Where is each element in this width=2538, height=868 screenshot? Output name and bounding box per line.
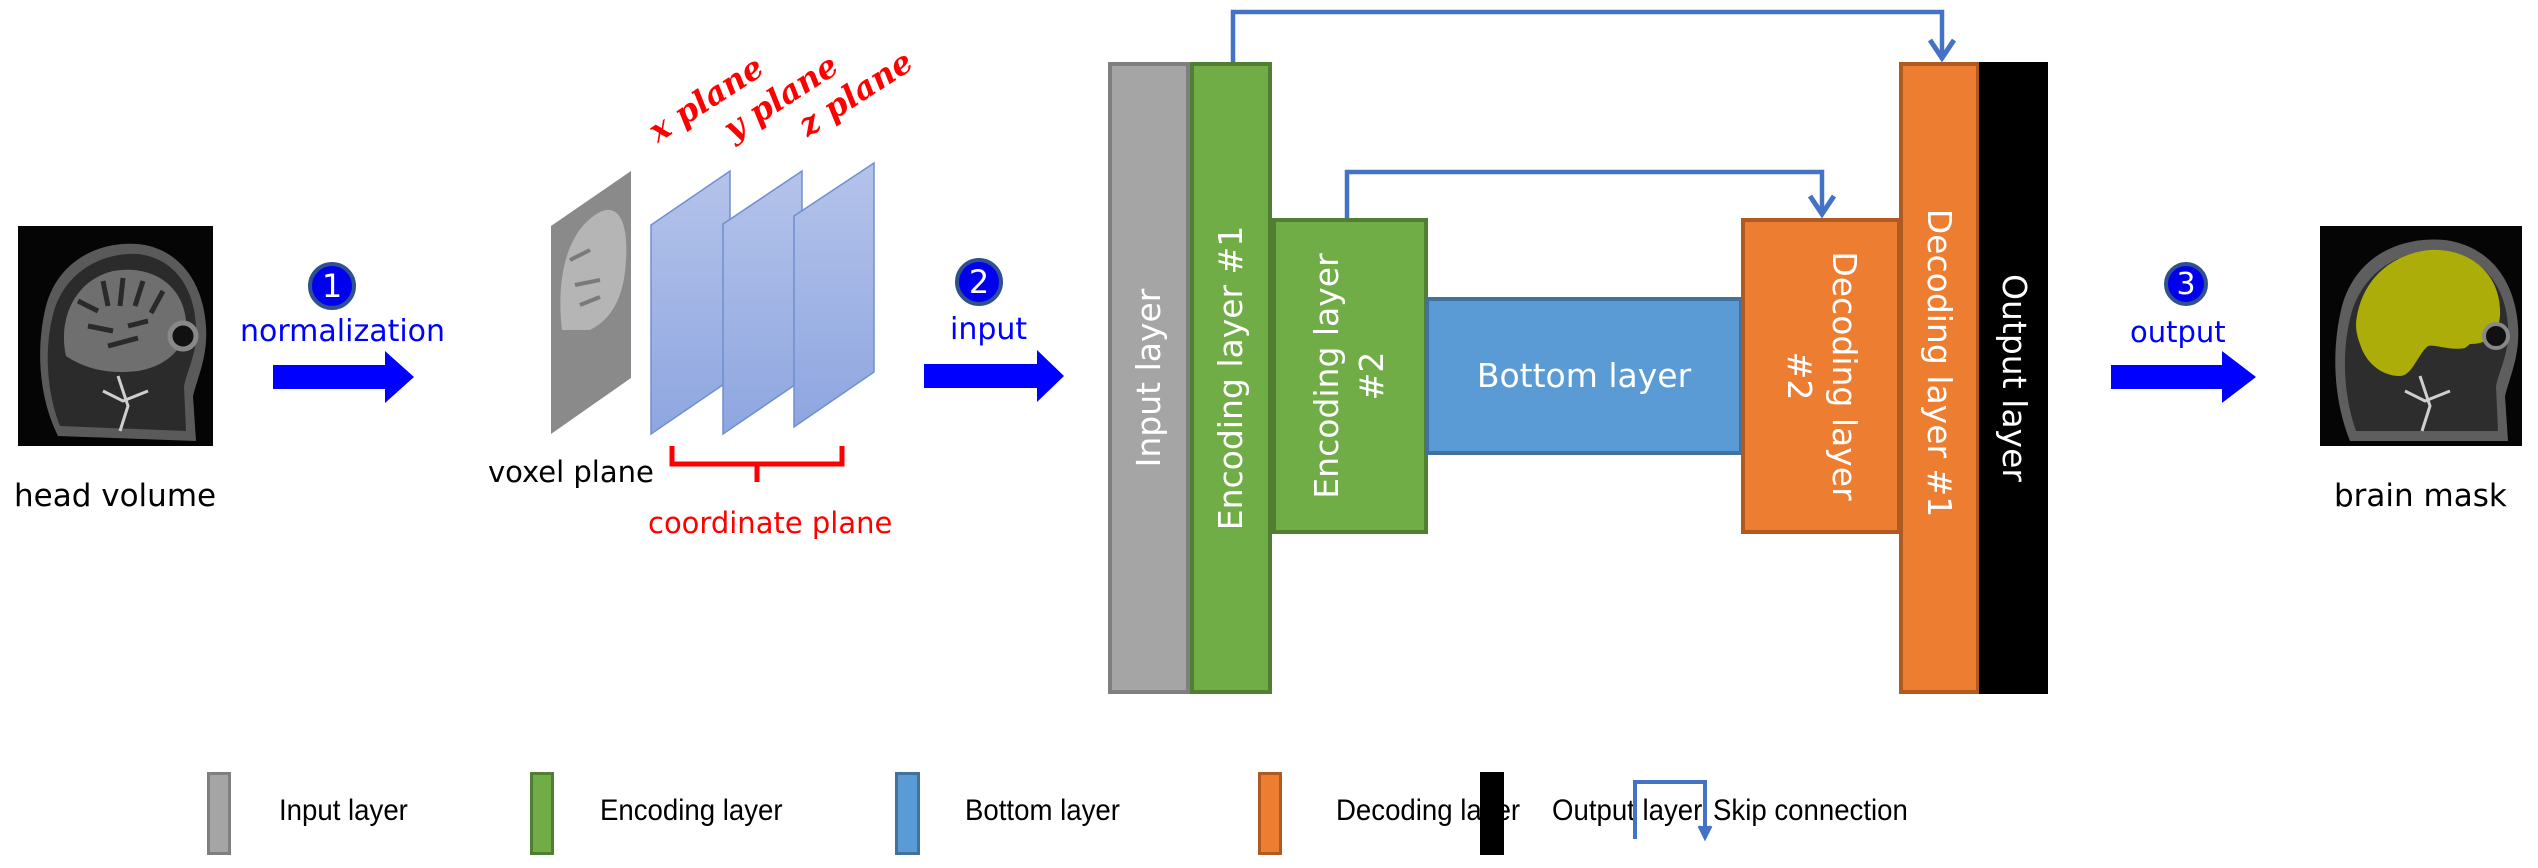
head-volume-label: head volume: [14, 478, 217, 514]
input-layer-block: [1108, 62, 1190, 694]
step-2-badge: 2: [955, 258, 1003, 306]
coordinate-bracket: [669, 446, 845, 482]
output-layer-label-wrap: Output layer: [1989, 62, 2039, 694]
y-plane-shape: [722, 169, 803, 436]
encoding-layer-2-label-line2: #2: [1352, 351, 1391, 401]
decoding-layer-1-label-wrap: Decoding layer #1: [1914, 47, 1964, 679]
decoding-layer-2-label-line1: Decoding layer: [1824, 251, 1864, 501]
decoding-layer-1-block: [1899, 62, 1980, 694]
step-1-badge: 1: [308, 262, 356, 310]
x-plane-shape: [650, 169, 731, 436]
head-volume-image: [18, 226, 213, 446]
bottom-layer-label-wrap: Bottom layer: [1425, 297, 1743, 455]
output-layer-block: [1979, 62, 2048, 694]
coordinate-plane-label: coordinate plane: [648, 506, 893, 540]
input-layer-label: Input layer: [1128, 288, 1168, 468]
head-mri-icon: [40, 243, 207, 441]
step-2-number: 2: [968, 263, 990, 301]
step-3-badge: 3: [2164, 262, 2208, 306]
encoding-layer-1-label-wrap: Encoding layer #1: [1206, 62, 1256, 694]
brain-mask-image: [2320, 226, 2522, 446]
step-2-label: input: [950, 312, 1028, 347]
voxel-plane-label: voxel plane: [488, 455, 654, 489]
brain-mask-mri-icon: [2335, 239, 2519, 441]
step-1-number: 1: [321, 267, 343, 305]
encoding-layer-1-label: Encoding layer #1: [1210, 225, 1250, 531]
brain-mask-label: brain mask: [2334, 478, 2507, 514]
decoding-layer-2-label-wrap: Decoding layer #2: [1771, 218, 1871, 534]
output-layer-label: Output layer: [1995, 274, 2035, 482]
encoding-layer-2-label-wrap: Encoding layer #2: [1300, 218, 1400, 534]
decoding-layer-1-label: Decoding layer #1: [1920, 208, 1960, 518]
decoding-layer-2-label-line2: #2: [1780, 351, 1819, 401]
voxel-plane-icon: [551, 171, 631, 434]
input-layer-label-wrap: Input layer: [1124, 62, 1174, 694]
step-3-number: 3: [2176, 266, 2196, 302]
z-plane-shape: [793, 161, 875, 429]
step-3-label: output: [2130, 315, 2226, 349]
encoding-layer-2-label-line1: Encoding layer: [1307, 253, 1347, 499]
step-1-label: normalization: [240, 314, 446, 349]
encoding-layer-1-block: [1190, 62, 1272, 694]
bottom-layer-block: [1425, 297, 1743, 455]
bottom-layer-label: Bottom layer: [1476, 355, 1692, 395]
decoding-layer-2-block: [1741, 218, 1901, 534]
encoding-layer-2-block: [1272, 218, 1428, 534]
